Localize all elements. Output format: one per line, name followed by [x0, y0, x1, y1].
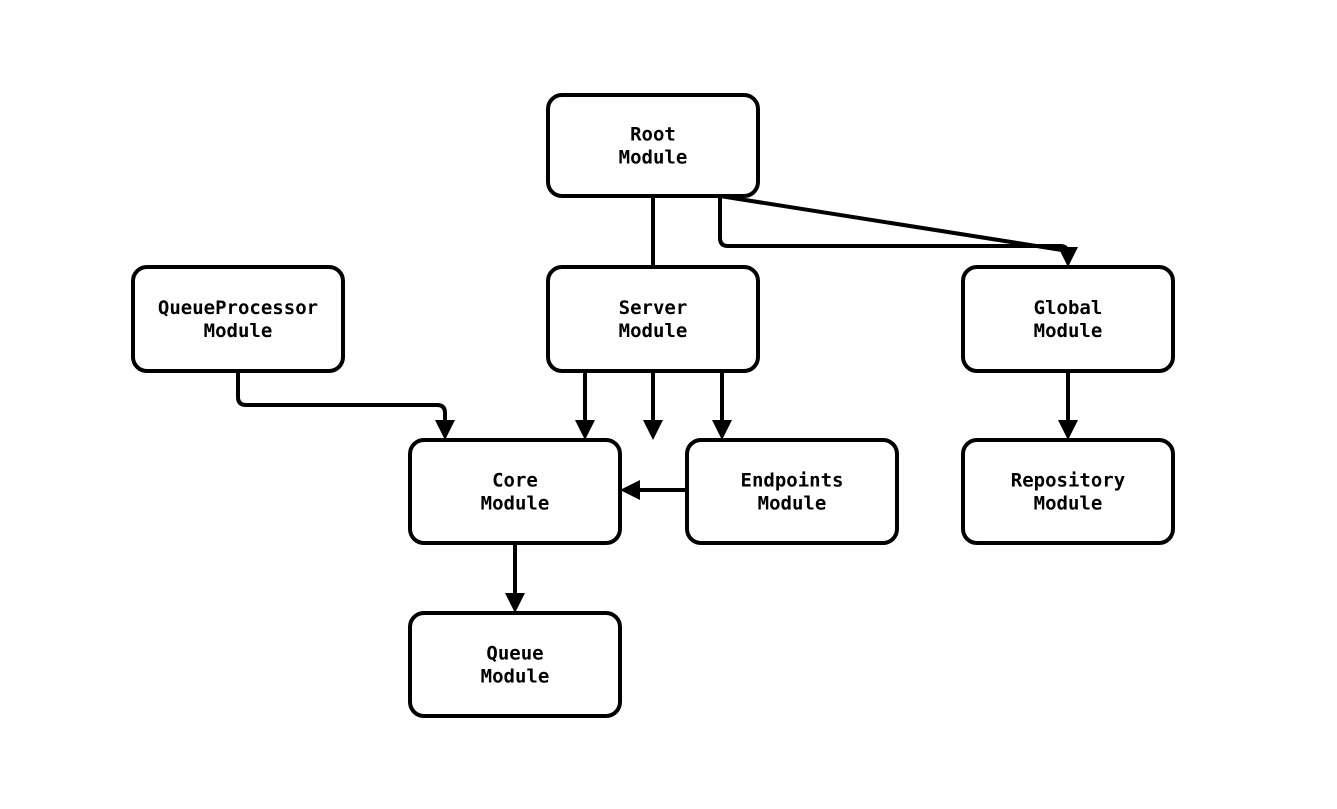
edge-server-to-core-arrowhead-icon	[575, 420, 595, 440]
edge-endpoints-to-core	[620, 480, 687, 500]
edge-root-to-global-arrowhead-icon	[1058, 247, 1078, 267]
endpoints-module-node-label-line1: Endpoints	[741, 469, 844, 491]
queueprocessor-module-node-label-line2: Module	[204, 320, 273, 342]
edge-queueprocessor-to-core	[236, 371, 455, 440]
edge-root-to-server-arrowhead-icon	[643, 420, 663, 440]
queueprocessor-module-node-box[interactable]	[131, 265, 345, 373]
edge-root-to-global	[718, 194, 1078, 267]
root-module-node-label-line2: Module	[619, 146, 688, 168]
queue-module-node-box[interactable]	[408, 611, 622, 718]
root-module-node-label-line1: Root	[630, 123, 676, 145]
root-module-node-box[interactable]	[546, 93, 760, 198]
global-module-node-label-line2: Module	[1034, 320, 1103, 342]
endpoints-module-node-box[interactable]	[685, 438, 899, 545]
endpoints-module-node-label-line2: Module	[758, 492, 827, 514]
edge-endpoints-to-core-arrowhead-icon	[620, 480, 640, 500]
edge-global-to-repository	[1058, 371, 1078, 440]
queue-module-node-label-line1: Queue	[486, 642, 543, 664]
queue-module-node-label-line2: Module	[481, 665, 550, 687]
edge-root-to-global-line	[718, 194, 1070, 256]
edge-server-to-core	[575, 371, 595, 440]
server-module-node-label-line2: Module	[619, 320, 688, 342]
edge-queueprocessor-to-core-line	[236, 371, 447, 424]
server-module-node-box[interactable]	[546, 265, 760, 373]
edge-global-to-repository-arrowhead-icon	[1058, 420, 1078, 440]
edge-core-to-queue	[505, 543, 525, 613]
edge-server-to-endpoints	[712, 371, 732, 440]
edge-server-to-endpoints-arrowhead-icon	[712, 420, 732, 440]
server-module-node-label-line1: Server	[619, 297, 688, 319]
edges-layer	[236, 194, 1078, 613]
repository-module-node-label-line1: Repository	[1011, 469, 1125, 491]
edge-core-to-queue-arrowhead-icon	[505, 593, 525, 613]
global-module-node-box[interactable]	[961, 265, 1175, 373]
edge-queueprocessor-to-core-arrowhead-icon	[435, 420, 455, 440]
global-module-node-label-line1: Global	[1034, 297, 1103, 319]
core-module-node-label-line2: Module	[481, 492, 550, 514]
core-module-node-label-line1: Core	[492, 469, 538, 491]
queueprocessor-module-node-label-line1: QueueProcessor	[158, 297, 318, 319]
repository-module-node-label-line2: Module	[1034, 492, 1103, 514]
repository-module-node-box[interactable]	[961, 438, 1175, 545]
core-module-node-box[interactable]	[408, 438, 622, 545]
